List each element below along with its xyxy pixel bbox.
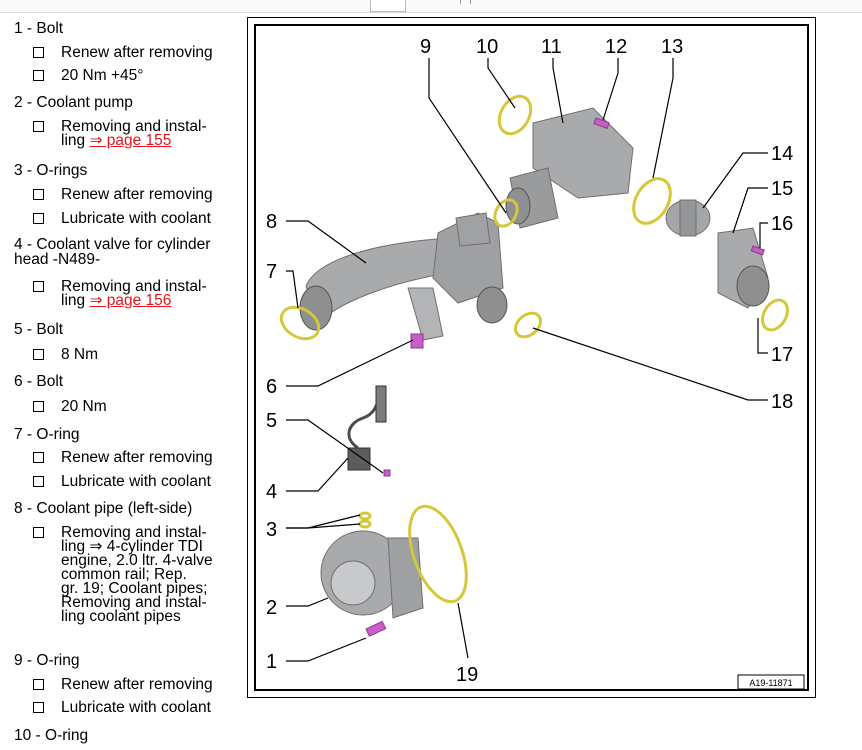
o-ring-3a	[358, 511, 372, 521]
o-ring-10	[497, 94, 533, 136]
callout-14: 14	[771, 143, 793, 165]
page-link[interactable]: ⇒ page 156	[89, 292, 172, 309]
checkbox-icon	[33, 281, 44, 292]
coolant-pump-part	[320, 530, 424, 619]
coolant-valve-n489-part	[347, 385, 387, 471]
coolant-pipe-part	[299, 212, 508, 341]
callout-8: 8	[266, 211, 277, 233]
o-ring-7	[279, 305, 321, 341]
o-ring-13	[632, 177, 672, 225]
bolt-12	[593, 117, 610, 130]
coolant-valve-part	[717, 227, 770, 309]
diagram-drawing: 9 10 11 12 13 14 15 16 17 18 8 7 6 5 4 3…	[266, 36, 805, 690]
checkbox-icon	[33, 349, 44, 360]
diagram-frame	[254, 24, 809, 691]
checkbox-icon	[33, 213, 44, 224]
bolt-set	[365, 117, 765, 637]
page-number-field[interactable]	[370, 0, 406, 12]
legend-item-title: 2 - Coolant pump	[14, 94, 133, 111]
legend-item-title: 7 - O-ring	[14, 426, 80, 443]
checkbox-icon	[33, 121, 44, 132]
callout-4: 4	[266, 481, 277, 503]
checkbox-icon	[33, 452, 44, 463]
o-ring-set	[279, 94, 789, 604]
legend-item-title: 6 - Bolt	[14, 373, 64, 390]
checkbox-icon	[33, 70, 44, 81]
thermostat-part	[665, 199, 711, 237]
page-link[interactable]: ⇒ page 155	[89, 132, 172, 149]
callout-6: 6	[266, 376, 277, 398]
callout-11: 11	[541, 36, 562, 58]
callout-leaders	[286, 58, 768, 662]
callout-16: 16	[771, 213, 793, 235]
legend-item-title: 1 - Bolt	[14, 20, 64, 37]
bolt-6	[410, 333, 424, 349]
callout-7: 7	[266, 261, 277, 283]
coolant-housing-part	[505, 107, 634, 229]
callout-3: 3	[266, 519, 277, 541]
bolt-5	[383, 469, 391, 477]
checkbox-icon	[33, 47, 44, 58]
o-ring-19	[408, 504, 468, 604]
bolt-16	[750, 245, 765, 256]
toolbar-divider	[460, 0, 467, 4]
callout-13: 13	[661, 36, 683, 58]
o-ring-3b	[358, 519, 372, 529]
checkbox-icon	[33, 401, 44, 412]
o-ring-17	[761, 298, 789, 332]
bolt-1	[365, 620, 387, 637]
exploded-parts-diagram: 9 10 11 12 13 14 15 16 17 18 8 7 6 5 4 3…	[247, 17, 816, 698]
callout-2: 2	[266, 597, 277, 619]
checkbox-icon	[33, 476, 44, 487]
legend-item-title: 10 - O-ring	[14, 727, 89, 744]
checkbox-icon	[33, 679, 44, 690]
callout-labels: 9 10 11 12 13 14 15 16 17 18 8 7 6 5 4 3…	[266, 36, 793, 686]
callout-19: 19	[456, 664, 478, 686]
callout-9: 9	[420, 36, 431, 58]
callout-18: 18	[771, 391, 793, 413]
callout-15: 15	[771, 178, 793, 200]
callout-5: 5	[266, 410, 277, 432]
o-ring-18	[513, 311, 543, 339]
legend-item-title: 8 - Coolant pipe (left-side)	[14, 500, 193, 517]
browser-toolbar	[0, 0, 862, 13]
callout-12: 12	[605, 36, 627, 58]
callout-1: 1	[266, 651, 277, 673]
callout-10: 10	[476, 36, 498, 58]
reference-box	[737, 674, 805, 690]
legend-item-title: 9 - O-ring	[14, 652, 80, 669]
o-ring-9	[493, 198, 519, 228]
checkbox-icon	[33, 527, 44, 538]
callout-17: 17	[771, 344, 793, 366]
figure-reference-code: A19-11871	[749, 678, 792, 688]
checkbox-icon	[33, 702, 44, 713]
legend-item-title: 5 - Bolt	[14, 321, 64, 338]
legend-item-title: 3 - O-rings	[14, 162, 88, 179]
toolbar-divider	[470, 0, 477, 4]
checkbox-icon	[33, 189, 44, 200]
